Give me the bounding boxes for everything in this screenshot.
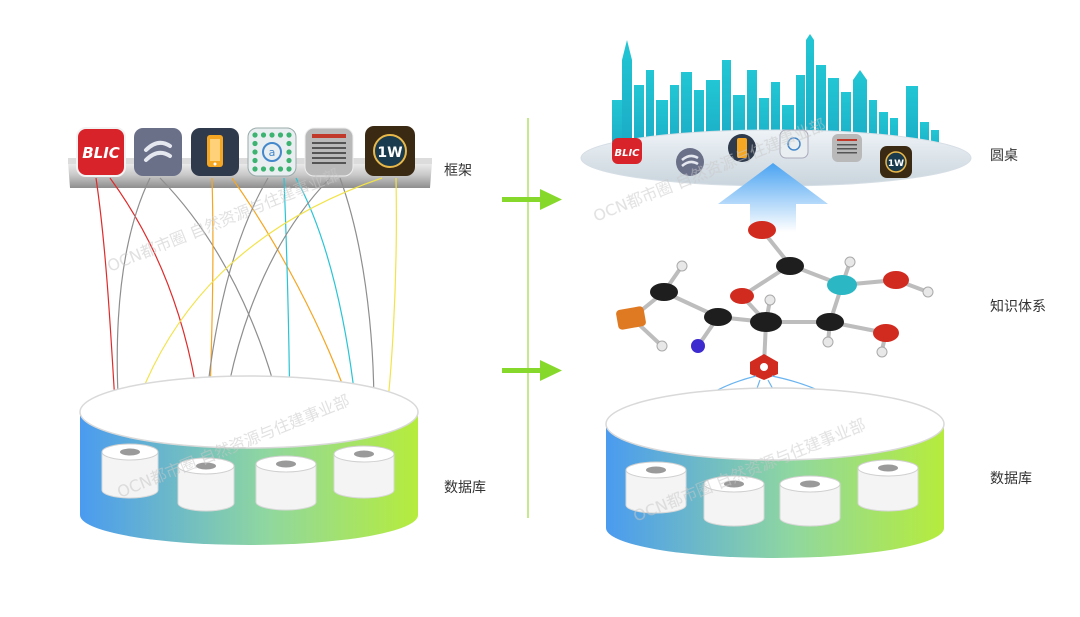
grid-dot bbox=[286, 132, 292, 138]
grid-dot bbox=[260, 132, 267, 138]
grid-dot bbox=[277, 166, 284, 172]
upward-arrow bbox=[718, 163, 828, 232]
db-unit-4 bbox=[333, 445, 395, 499]
blic-text-small: BLIC bbox=[614, 148, 640, 159]
grid-dot bbox=[286, 140, 292, 147]
grid-dot bbox=[252, 166, 258, 172]
db-unit-r2 bbox=[703, 475, 765, 527]
phone-app-icon-small bbox=[728, 134, 756, 162]
db-unit-r3 bbox=[779, 475, 841, 527]
phone-app-icon bbox=[191, 128, 239, 176]
grid-app-icon-small bbox=[779, 129, 809, 159]
grid-dot bbox=[252, 140, 258, 147]
newspaper-app-icon-small bbox=[832, 134, 862, 162]
grid-dot bbox=[269, 132, 275, 138]
grid-dot bbox=[252, 132, 258, 138]
grid-dot bbox=[269, 166, 275, 172]
molecule-knowledge-graph bbox=[616, 221, 934, 380]
arrow-top bbox=[502, 189, 562, 210]
blic-app-icon-small: BLIC bbox=[612, 138, 642, 164]
db-unit-r4 bbox=[857, 459, 919, 512]
label-framework: 框架 bbox=[444, 163, 472, 179]
db-unit-r1 bbox=[625, 461, 687, 514]
db-unit-3 bbox=[255, 455, 317, 511]
app-icons-right: BLIC 1W bbox=[612, 129, 912, 178]
grid-dot bbox=[286, 166, 292, 172]
blic-text: BLIC bbox=[82, 144, 120, 162]
newspaper-app-icon bbox=[304, 127, 354, 177]
arrow-bottom bbox=[502, 360, 562, 381]
db-unit-2 bbox=[177, 457, 235, 512]
db-unit-1 bbox=[101, 443, 159, 499]
blic-app-icon: BLIC bbox=[76, 127, 126, 177]
label-database-right: 数据库 bbox=[990, 471, 1032, 487]
grid-app-icon: a bbox=[247, 127, 297, 177]
label-knowledge-system: 知识体系 bbox=[990, 299, 1046, 315]
label-database-left: 数据库 bbox=[444, 480, 486, 496]
grid-dot bbox=[252, 149, 258, 155]
database-cylinder-left bbox=[79, 375, 419, 545]
grid-dot bbox=[252, 157, 258, 164]
world-app-icon: 1W bbox=[365, 126, 415, 176]
database-cylinder-right bbox=[605, 387, 945, 558]
world-text-small: 1W bbox=[888, 159, 904, 169]
grid-dot bbox=[277, 132, 284, 138]
grid-dot bbox=[260, 166, 267, 172]
world-app-icon-small: 1W bbox=[880, 146, 912, 178]
label-round-table: 圆桌 bbox=[990, 148, 1018, 164]
grid-letter: a bbox=[269, 146, 276, 159]
grid-dot bbox=[286, 149, 292, 155]
grid-dot bbox=[286, 157, 292, 164]
app-icons-left: BLIC a bbox=[76, 126, 415, 177]
lines-app-icon-small bbox=[676, 148, 704, 176]
lines-app-icon bbox=[134, 128, 182, 176]
world-text: 1W bbox=[377, 145, 402, 161]
